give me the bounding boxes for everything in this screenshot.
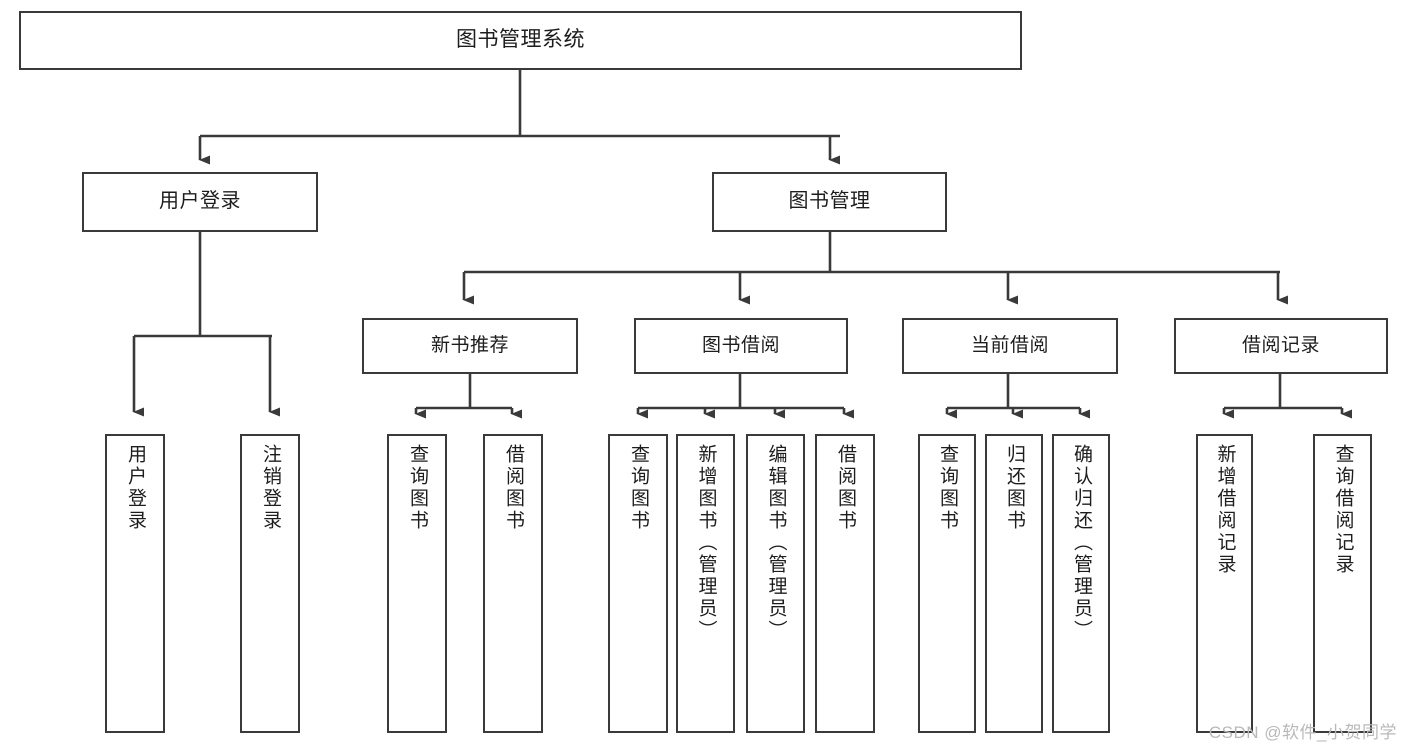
node-book-borrow[interactable]: 图书借阅 [634, 318, 848, 374]
leaf-current-query-book[interactable]: 查询图书 [918, 434, 976, 733]
node-label: 注销登录 [259, 444, 281, 532]
node-label: 查询借阅记录 [1332, 444, 1354, 576]
node-label: 查询图书 [627, 444, 649, 532]
node-label: 用户登录 [124, 444, 146, 532]
node-borrow-record[interactable]: 借阅记录 [1174, 318, 1388, 374]
node-label: 借阅图书 [502, 444, 524, 532]
node-current-borrow[interactable]: 当前借阅 [902, 318, 1118, 374]
node-label: 借阅记录 [1241, 334, 1320, 356]
node-user-login[interactable]: 用户登录 [82, 172, 318, 232]
node-label: 图书管理 [788, 190, 871, 213]
csdn-watermark: CSDN @软件_小贺同学 [1208, 723, 1397, 742]
node-label: 图书管理系统 [456, 28, 585, 52]
leaf-recommend-query-book[interactable]: 查询图书 [387, 434, 447, 733]
node-label: 用户登录 [159, 190, 241, 213]
leaf-record-query-record[interactable]: 查询借阅记录 [1313, 434, 1372, 733]
leaf-record-add-record[interactable]: 新增借阅记录 [1196, 434, 1253, 733]
leaf-user-login-logout[interactable]: 注销登录 [240, 434, 300, 733]
node-label: 查询图书 [406, 444, 428, 532]
leaf-recommend-borrow-book[interactable]: 借阅图书 [483, 434, 543, 733]
node-label: 编辑图书（管理员） [765, 444, 787, 642]
leaf-borrow-query-book[interactable]: 查询图书 [608, 434, 668, 733]
leaf-borrow-add-book-admin[interactable]: 新增图书（管理员） [676, 434, 735, 733]
node-label: 借阅图书 [834, 444, 856, 532]
leaf-borrow-borrow-book[interactable]: 借阅图书 [815, 434, 875, 733]
node-root-system[interactable]: 图书管理系统 [19, 11, 1022, 70]
node-label: 新增图书（管理员） [695, 444, 717, 642]
leaf-user-login-login[interactable]: 用户登录 [105, 434, 165, 733]
leaf-current-return-book[interactable]: 归还图书 [985, 434, 1043, 733]
node-new-book-recommend[interactable]: 新书推荐 [362, 318, 578, 374]
node-label: 新书推荐 [430, 334, 509, 356]
node-label: 当前借阅 [970, 334, 1049, 356]
node-book-management[interactable]: 图书管理 [712, 172, 947, 232]
leaf-current-confirm-return-admin[interactable]: 确认归还（管理员） [1052, 434, 1110, 733]
leaf-borrow-edit-book-admin[interactable]: 编辑图书（管理员） [746, 434, 805, 733]
node-label: 确认归还（管理员） [1070, 444, 1092, 642]
node-label: 查询图书 [936, 444, 958, 532]
node-label: 新增借阅记录 [1214, 444, 1236, 576]
node-label: 归还图书 [1003, 444, 1025, 532]
node-label: 图书借阅 [701, 334, 780, 356]
